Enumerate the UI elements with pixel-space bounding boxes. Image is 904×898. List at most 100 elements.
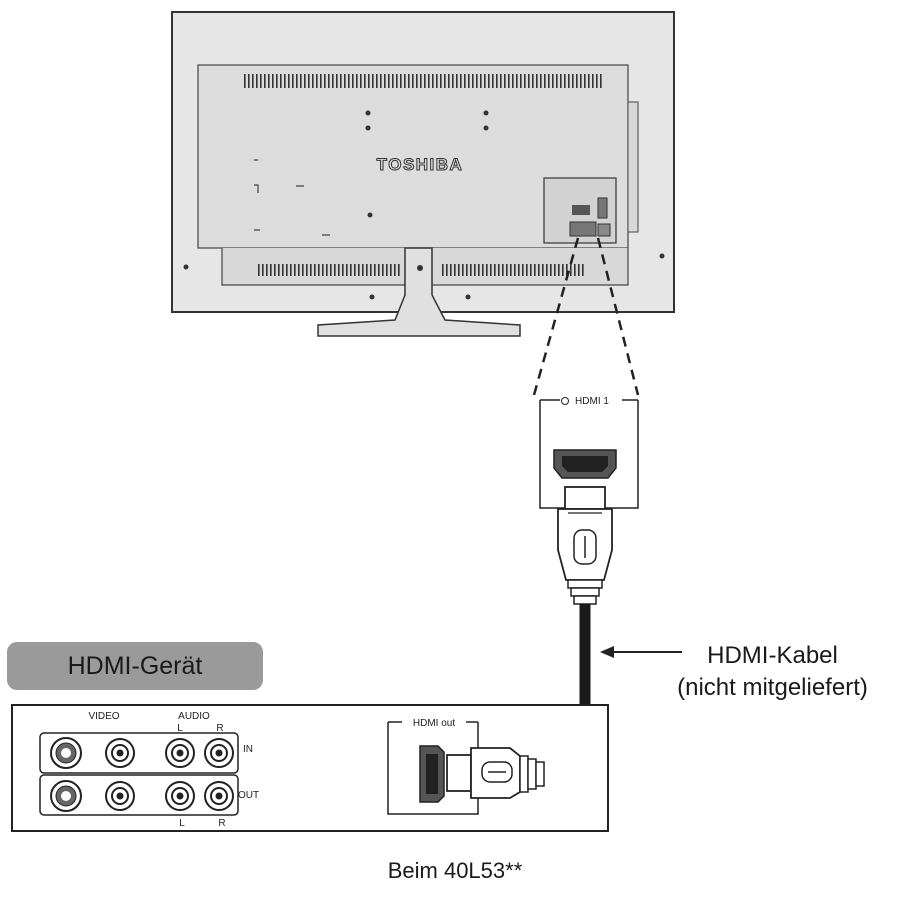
vent-slat xyxy=(576,74,578,88)
vent-slat xyxy=(582,264,584,276)
vent-slat xyxy=(546,264,548,276)
audio-right-label-top: R xyxy=(216,723,223,734)
vent-slat xyxy=(398,264,400,276)
vent-slat xyxy=(490,264,492,276)
vent-slat xyxy=(294,264,296,276)
vent-slat xyxy=(362,264,364,276)
vent-slat xyxy=(592,74,594,88)
tv-side-buttons xyxy=(627,101,639,233)
model-caption: Beim 40L53** xyxy=(387,858,523,883)
vent-slat xyxy=(342,264,344,276)
vent-slat xyxy=(424,74,426,88)
vent-slat xyxy=(482,264,484,276)
vent-slat xyxy=(560,74,562,88)
vent-slat xyxy=(464,74,466,88)
tv-port-small xyxy=(597,197,608,219)
vent-slat xyxy=(500,74,502,88)
vent-slat xyxy=(566,264,568,276)
vent-slat xyxy=(412,74,414,88)
vent-slat xyxy=(498,264,500,276)
vent-slat xyxy=(584,74,586,88)
audio-r-out-jack xyxy=(204,781,234,811)
vent-slat xyxy=(458,264,460,276)
vent-slat xyxy=(374,264,376,276)
hdmi-port-symbol-icon xyxy=(561,397,569,405)
svideo-out-jack xyxy=(50,780,82,812)
audio-r-in-jack xyxy=(204,738,234,768)
vent-slat xyxy=(492,74,494,88)
video-out-jack xyxy=(105,781,135,811)
device-name-badge: HDMI-Gerät xyxy=(7,642,263,690)
vent-slat xyxy=(462,264,464,276)
tv-lower-vent-right xyxy=(442,264,584,276)
vent-slat xyxy=(388,74,390,88)
vent-slat xyxy=(538,264,540,276)
vent-slat xyxy=(344,74,346,88)
cable-label: HDMI-Kabel (nicht mitgeliefert) xyxy=(645,640,900,704)
vent-slat xyxy=(292,74,294,88)
vent-slat xyxy=(526,264,528,276)
input-jack-group xyxy=(39,732,239,774)
vent-slat xyxy=(562,264,564,276)
tv-hdmi-port-small xyxy=(572,205,590,215)
tv-marks xyxy=(254,159,330,236)
vent-slat xyxy=(348,74,350,88)
cable-label-line1: HDMI-Kabel xyxy=(707,642,838,669)
vent-slat xyxy=(386,264,388,276)
vent-slat xyxy=(378,264,380,276)
vent-slat xyxy=(324,74,326,88)
vent-slat xyxy=(314,264,316,276)
vent-slat xyxy=(578,264,580,276)
vent-slat xyxy=(336,74,338,88)
audio-label: AUDIO xyxy=(178,711,210,722)
vent-slat xyxy=(298,264,300,276)
hdmi-port-label: HDMI 1 xyxy=(575,396,609,407)
vent-slat xyxy=(332,74,334,88)
vent-slat xyxy=(274,264,276,276)
in-label: IN xyxy=(243,744,253,755)
vent-slat xyxy=(270,264,272,276)
device-name: HDMI-Gerät xyxy=(67,651,203,680)
vent-slat xyxy=(328,74,330,88)
vent-slat xyxy=(514,264,516,276)
vent-slat xyxy=(596,74,598,88)
vent-slat xyxy=(382,264,384,276)
tv-lower-vent-left xyxy=(258,264,400,276)
vent-slat xyxy=(446,264,448,276)
tv-screw xyxy=(183,264,189,270)
vent-slat xyxy=(448,74,450,88)
video-in-jack xyxy=(105,738,135,768)
tv-stand-screw xyxy=(417,265,423,271)
vent-slat xyxy=(290,264,292,276)
vent-slat xyxy=(564,74,566,88)
vent-slat xyxy=(364,74,366,88)
vent-slat xyxy=(396,74,398,88)
tv-stand xyxy=(317,247,521,337)
hdmi-plug-device xyxy=(446,747,545,799)
vent-slat xyxy=(318,264,320,276)
vent-slat xyxy=(258,264,260,276)
vent-slat xyxy=(496,74,498,88)
vent-slat xyxy=(558,264,560,276)
vent-slat xyxy=(522,264,524,276)
vent-slat xyxy=(450,264,452,276)
vent-slat xyxy=(408,74,410,88)
vent-slat xyxy=(530,264,532,276)
vent-slat xyxy=(540,74,542,88)
hdmi-socket-inner xyxy=(562,456,608,472)
vent-slat xyxy=(516,74,518,88)
vent-slat xyxy=(518,264,520,276)
tv-screw xyxy=(659,253,665,259)
vent-slat xyxy=(302,264,304,276)
vent-slat xyxy=(428,74,430,88)
vent-slat xyxy=(286,264,288,276)
vent-slat xyxy=(248,74,250,88)
cable-label-line2: (nicht mitgeliefert) xyxy=(677,674,868,701)
hdmi-port-detail: HDMI 1 xyxy=(539,396,639,509)
vent-slat xyxy=(394,264,396,276)
vent-slat xyxy=(252,74,254,88)
vent-slat xyxy=(306,264,308,276)
vent-slat xyxy=(400,74,402,88)
vent-slat xyxy=(552,74,554,88)
vent-slat xyxy=(528,74,530,88)
